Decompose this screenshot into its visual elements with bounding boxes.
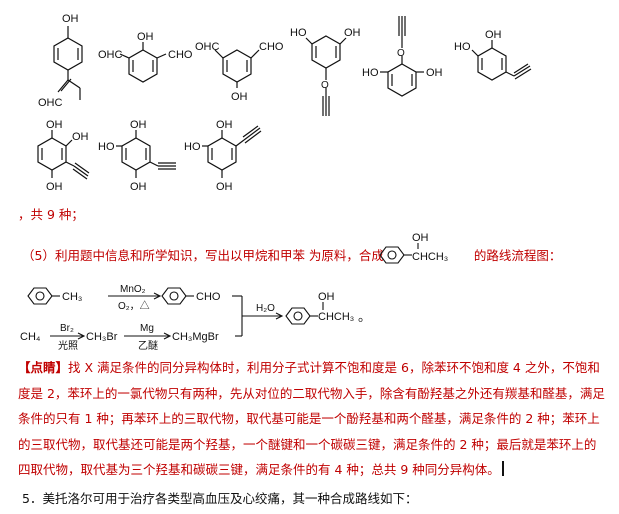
structure-3: OHC CHO OH xyxy=(195,41,284,103)
structure-label: OH xyxy=(46,181,63,193)
scheme-h2o: H₂O xyxy=(256,303,275,314)
total-count: ，共 9 种； xyxy=(18,207,84,222)
structure-label: OHC xyxy=(195,41,220,53)
structure-7: OH OH OH xyxy=(37,119,90,193)
structure-label: OH xyxy=(130,181,147,193)
structure-label: OH xyxy=(72,131,89,143)
structure-label: OH xyxy=(137,31,154,43)
scheme-cho: CHO xyxy=(196,291,221,303)
structure-9: OH HO OH xyxy=(184,119,262,193)
explanation-line: 【点睛】找 X 满足条件的同分异构体时，利用分子式计算不饱和度是 6，除苯环不饱… xyxy=(18,360,600,375)
scheme-ch3mgbr: CH₃MgBr xyxy=(172,331,219,343)
explanation-line: 的三取代物，取代基还可能是两个羟基，一个醚键和一个碳碳三键，满足条件的 2 种；… xyxy=(18,436,597,452)
svg-text:O: O xyxy=(397,48,405,59)
structure-4: HO OH O xyxy=(290,27,361,116)
structure-2: OHC OH CHO xyxy=(98,31,193,83)
next-question: 5．美托洛尔可用于治疗各类型高血压及心绞痛，其一种合成路线如下： xyxy=(22,491,418,506)
explanation-line: 度是 2，苯环上的一氯代物只有两种，先从对位的二取代物入手，除含有酚羟基之外还有… xyxy=(18,385,605,401)
structure-label: HO xyxy=(290,27,307,39)
target-chain: CHCH₃ xyxy=(412,251,448,263)
scheme-chch3: CHCH₃ xyxy=(318,311,354,323)
scheme-br2: Br₂ xyxy=(60,323,74,334)
structure-label: OH xyxy=(130,119,147,131)
structure-label: HO xyxy=(362,67,379,79)
structure-8: OH HO OH xyxy=(98,119,176,193)
scheme-ch4: CH₄ xyxy=(20,331,41,343)
target-oh: OH xyxy=(412,232,429,244)
structure-label: OHC xyxy=(38,97,63,109)
target-molecule: OH CHCH₃ xyxy=(379,232,448,264)
structure-label: OH xyxy=(231,91,248,103)
structure-label: OH xyxy=(344,27,361,39)
scheme-oh: OH xyxy=(318,291,335,303)
question-5-prompt: （5）利用题中信息和所学知识，写出以甲烷和甲苯 为原料，合成 的路线流程图： xyxy=(22,245,561,267)
scheme-mno2: MnO₂ xyxy=(120,284,146,295)
synthesis-scheme: CH₃ MnO₂ O₂，△ CHO H₂O OH CHCH₃ 。 CH₄ Br₂… xyxy=(20,284,371,352)
scheme-light: 光照 xyxy=(58,339,78,352)
scheme-ch3br: CH₃Br xyxy=(86,331,118,343)
structure-label: HO xyxy=(98,141,115,153)
text-cursor xyxy=(501,461,504,476)
structure-label: HO xyxy=(184,141,201,153)
structure-label: CHO xyxy=(259,41,284,53)
structure-label: OH xyxy=(426,67,443,79)
scheme-ether: 乙醚 xyxy=(138,339,158,352)
structure-label: OH xyxy=(216,181,233,193)
structure-label: OH xyxy=(216,119,233,131)
structure-1: OH OHC xyxy=(38,13,83,109)
structure-6: HO OH xyxy=(454,29,532,81)
scheme-ch3: CH₃ xyxy=(62,291,82,303)
scheme-mg: Mg xyxy=(140,323,154,334)
svg-text:O: O xyxy=(321,80,329,91)
scheme-end: 。 xyxy=(358,309,371,324)
explanation: 【点睛】找 X 满足条件的同分异构体时，利用分子式计算不饱和度是 6，除苯环不饱… xyxy=(18,355,605,483)
question-5-tail: 的路线流程图： xyxy=(473,248,562,263)
structure-5: O HO OH xyxy=(362,16,443,97)
scheme-o2: O₂，△ xyxy=(118,300,150,312)
structure-label: OH xyxy=(46,119,63,131)
structure-label: OHC xyxy=(98,49,123,61)
structure-label: HO xyxy=(454,41,471,53)
question-5-text: （5）利用题中信息和所学知识，写出以甲烷和甲苯 为原料，合成 xyxy=(22,248,384,263)
structure-label: CHO xyxy=(168,49,193,61)
explanation-tag: 【点睛】 xyxy=(18,360,69,375)
explanation-line: 四取代物，取代基为三个羟基和碳碳三键，满足条件的有 4 种；总共 9 种同分异构… xyxy=(18,457,605,483)
explanation-line: 条件的只有 1 种；再苯环上的三取代物，取代基可能是一个酚羟基和两个醛基，满足条… xyxy=(18,411,600,426)
structure-label: OH xyxy=(62,13,79,25)
structure-label: OH xyxy=(485,29,502,41)
